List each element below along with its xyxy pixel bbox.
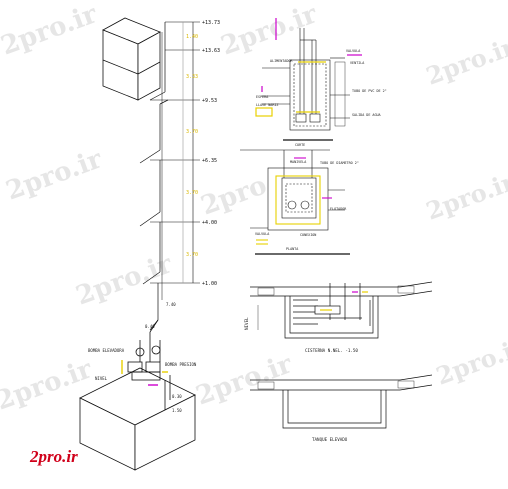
level-label: +1.00 xyxy=(202,281,217,287)
watermark: 2pro.ir xyxy=(422,32,508,91)
note-label: FLOTADOR xyxy=(330,207,347,211)
detail-mid-accents xyxy=(256,157,332,245)
section-title: TANQUE ELEVADO xyxy=(312,437,348,442)
riser-base-labels: 7.40 0.40 0.30 1.50 BOMBA ELEVADORA BOMB… xyxy=(88,302,197,413)
section-title: CISTERNA N.NEL. -1.50 xyxy=(305,348,358,353)
elevated-tank-iso xyxy=(102,17,161,101)
base-dimension: 7.40 xyxy=(166,302,176,307)
level-label: +4.00 xyxy=(202,220,217,226)
watermark: 2pro.ir xyxy=(2,144,106,206)
note-label: MANIVELA xyxy=(290,160,306,164)
detail-top-accents xyxy=(255,18,362,117)
note-label: VALVULA xyxy=(255,232,269,236)
detail-title: CORTE xyxy=(295,143,305,147)
pump-assembly xyxy=(127,319,171,410)
cistern-section xyxy=(250,281,433,339)
tank-labels: TANQUE ELEVADO xyxy=(312,437,348,442)
detail-title: PLANTA xyxy=(286,247,298,251)
base-dimension: 0.30 xyxy=(172,394,182,399)
dimension-label: 3.70 xyxy=(186,129,198,135)
watermark: 2pro.ir xyxy=(432,332,508,391)
watermark: 2pro.ir xyxy=(217,0,321,62)
detail-plan-middle xyxy=(240,149,350,255)
side-label: NIVEL xyxy=(244,317,249,330)
note-label: SALIDA DE AGUA xyxy=(352,113,381,117)
watermark: 2pro.ir xyxy=(192,349,296,411)
riser-level-labels: +13.73 +13.63 +9.53 +6.35 +4.00 +1.00 xyxy=(202,20,220,287)
detail-mid-notes: MANIVELA TUBO DE DIAMETRO 2" FLOTADOR VA… xyxy=(255,160,359,251)
level-label: +13.63 xyxy=(202,48,220,54)
watermark: 2pro.ir xyxy=(72,249,176,311)
pump-label: BOMBA ELEVADORA xyxy=(88,348,125,353)
note-label: TUBO DE DIAMETRO 2" xyxy=(320,161,359,165)
note-label: ALIMENTADOR xyxy=(270,59,293,63)
watermark: 2pro.ir xyxy=(0,0,101,62)
dimension-label: 3.70 xyxy=(186,190,198,196)
pump-accents xyxy=(121,360,168,386)
note-label: ESPERA xyxy=(256,95,268,99)
watermark-layer: 2pro.ir 2pro.ir 2pro.ir 2pro.ir 2pro.ir … xyxy=(0,0,508,417)
site-logo: 2pro.ir xyxy=(29,447,78,466)
level-label: +13.73 xyxy=(202,20,220,26)
detail-top-notes: ALIMENTADOR VALVULA VENTILA TUBO DE PVC … xyxy=(256,49,387,147)
logo-text: 2pro.ir xyxy=(29,447,78,466)
note-label: TUBO DE PVC DE 2" xyxy=(352,89,387,93)
dimension-label: 3.70 xyxy=(186,252,198,258)
pump-label: NIVEL xyxy=(95,376,108,381)
watermark: 2pro.ir xyxy=(422,167,508,226)
note-label: VALVULA xyxy=(346,49,360,53)
cistern-accents xyxy=(320,291,368,311)
riser-pipe xyxy=(139,22,169,331)
riser-dimension-labels: 1.40 3.33 3.70 3.70 3.70 xyxy=(186,34,198,258)
level-label: +6.35 xyxy=(202,158,217,164)
cistern-iso xyxy=(79,367,196,471)
pump-label: BOMBA PRESION xyxy=(165,362,197,367)
cistern-labels: NIVEL CISTERNA N.NEL. -1.50 xyxy=(244,317,358,353)
base-dimension: 0.40 xyxy=(145,324,155,329)
detail-section-top xyxy=(262,28,350,141)
dimension-label: 3.33 xyxy=(186,74,198,80)
note-label: CONEXION xyxy=(300,233,316,237)
riser-diagram xyxy=(79,17,200,471)
base-dimension: 1.50 xyxy=(172,408,182,413)
dimension-label: 1.40 xyxy=(186,34,198,40)
level-label: +9.53 xyxy=(202,98,217,104)
note-label: LLAVE NARIZ xyxy=(256,103,278,107)
tank-section xyxy=(250,374,433,429)
level-lines xyxy=(150,21,200,284)
note-label: VENTILA xyxy=(350,61,364,65)
